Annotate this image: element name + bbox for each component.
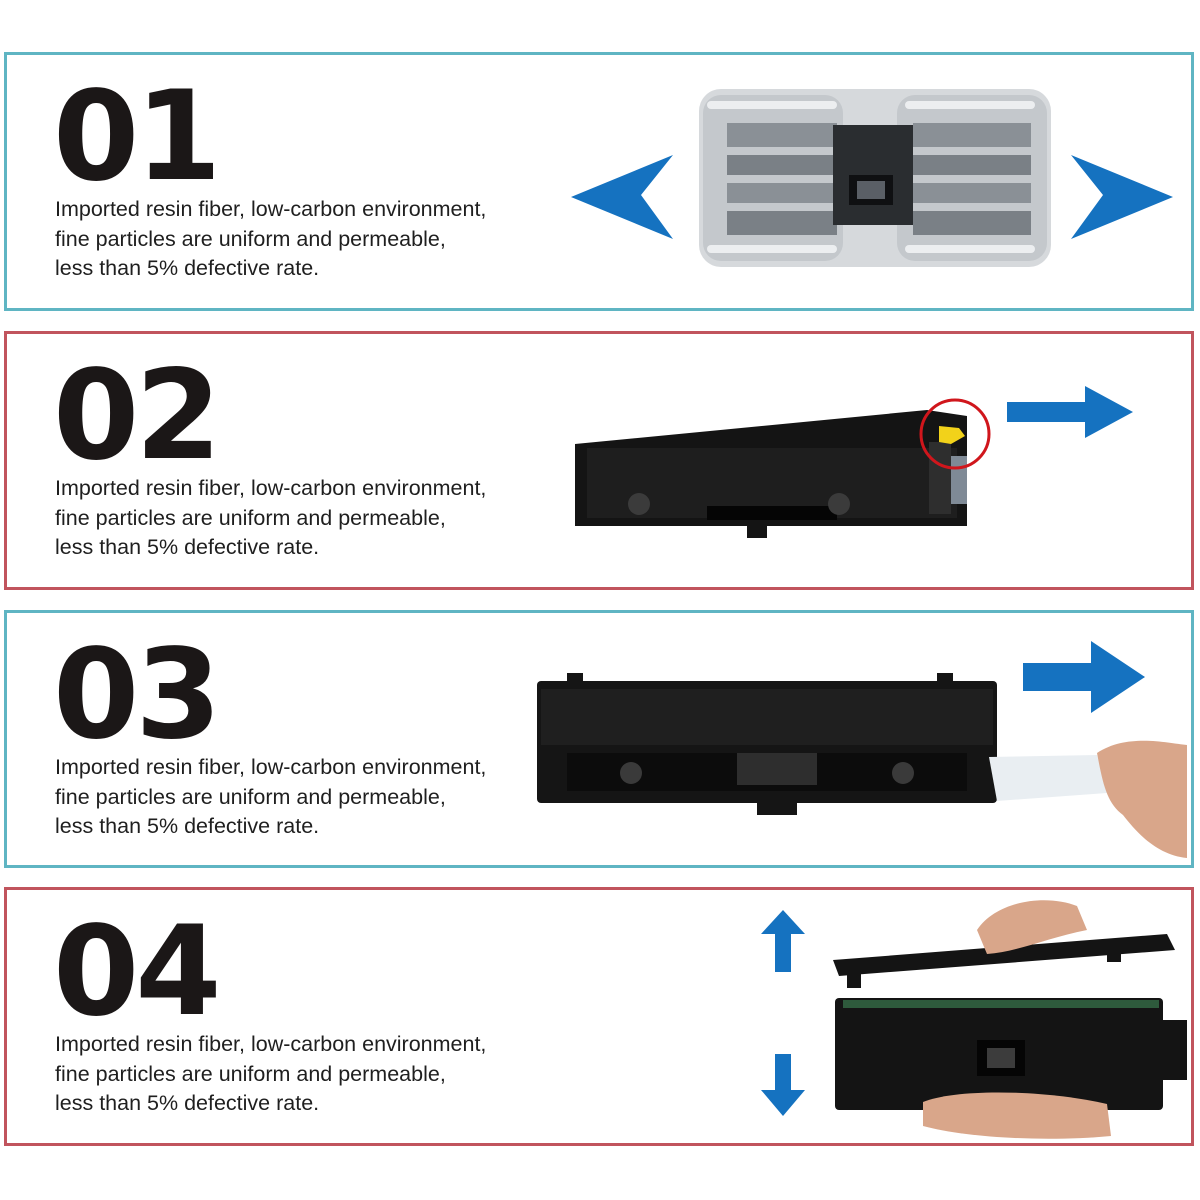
- description-line: less than 5% defective rate.: [55, 535, 320, 559]
- description-line: fine particles are uniform and permeable…: [55, 505, 446, 530]
- step-description: Imported resin fiber, low-carbon environ…: [55, 753, 575, 842]
- cover-removal-illustration: [761, 900, 1187, 1139]
- description-line: Imported resin fiber, low-carbon environ…: [55, 197, 487, 221]
- step-panel-02: 02 Imported resin fiber, low-carbon envi…: [4, 331, 1194, 590]
- step-description: Imported resin fiber, low-carbon environ…: [55, 195, 575, 284]
- description-line: fine particles are uniform and permeable…: [55, 784, 446, 809]
- toner-cartridge: [537, 673, 997, 815]
- toner-cartridge: [835, 998, 1187, 1110]
- toner-cartridge: [575, 410, 967, 538]
- step-number: 04: [53, 900, 222, 1044]
- description-line: Imported resin fiber, low-carbon environ…: [55, 1032, 487, 1056]
- description-line: Imported resin fiber, low-carbon environ…: [55, 476, 487, 500]
- arrow-right-icon: [1023, 641, 1145, 713]
- step-panel-01: 01 Imported resin fiber, low-carbon envi…: [4, 52, 1194, 311]
- arrow-right-icon: [1071, 155, 1173, 239]
- arrow-left-icon: [571, 155, 673, 239]
- arrow-up-icon: [761, 910, 805, 972]
- packaged-cartridge-illustration: [571, 89, 1173, 267]
- yellow-seal-tab: [939, 426, 965, 444]
- description-line: less than 5% defective rate.: [55, 814, 320, 838]
- air-bubble-bag: [699, 89, 1051, 267]
- arrow-down-icon: [761, 1054, 805, 1116]
- seal-removal-illustration: [537, 641, 1187, 858]
- step-number: 02: [53, 344, 222, 488]
- description-line: Imported resin fiber, low-carbon environ…: [55, 755, 487, 779]
- arrow-right-icon: [1007, 386, 1133, 438]
- step-description: Imported resin fiber, low-carbon environ…: [55, 474, 575, 563]
- description-line: less than 5% defective rate.: [55, 1091, 320, 1115]
- step-description: Imported resin fiber, low-carbon environ…: [55, 1030, 575, 1119]
- step-panel-04: 04 Imported resin fiber, low-carbon envi…: [4, 887, 1194, 1146]
- hand: [977, 900, 1087, 954]
- highlight-circle-icon: [919, 398, 991, 470]
- description-line: less than 5% defective rate.: [55, 256, 320, 280]
- hand: [1097, 740, 1187, 858]
- seal-strip: [989, 755, 1107, 801]
- hand: [923, 1092, 1111, 1139]
- step-number: 03: [53, 623, 222, 767]
- cartridge-cover: [833, 934, 1175, 988]
- description-line: fine particles are uniform and permeable…: [55, 226, 446, 251]
- description-line: fine particles are uniform and permeable…: [55, 1061, 446, 1086]
- toner-cartridge-side-illustration: [575, 386, 1133, 538]
- step-number: 01: [53, 65, 222, 209]
- step-panel-03: 03 Imported resin fiber, low-carbon envi…: [4, 610, 1194, 868]
